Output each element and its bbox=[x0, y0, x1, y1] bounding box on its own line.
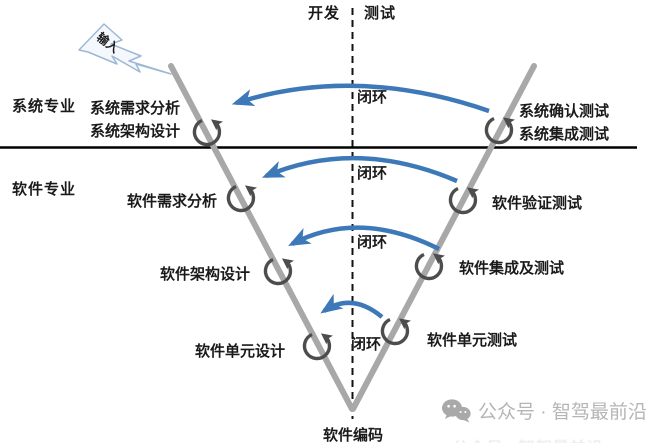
stage-label: 软件单元测试 bbox=[427, 332, 518, 349]
stage-system-requirements-architecture: 系统需求分析 系统架构设计 bbox=[40, 97, 180, 143]
watermark-faint: 公众号 · 智驾最前沿 bbox=[452, 434, 603, 443]
closed-loop-arc-4 bbox=[320, 293, 384, 319]
v-left-development-line bbox=[168, 63, 355, 412]
input-lightning-icon bbox=[78, 23, 172, 75]
stage-system-validation-integration-test: 系统确认测试 系统集成测试 bbox=[519, 100, 609, 146]
section-system-label: 系统专业 bbox=[12, 98, 77, 115]
stage-software-requirements: 软件需求分析 bbox=[77, 190, 217, 213]
stage-software-verification-test: 软件验证测试 bbox=[492, 192, 582, 215]
closed-loop-arc-1 bbox=[231, 83, 490, 114]
loop-arrow-icon bbox=[448, 186, 480, 215]
stage-label: 软件需求分析 bbox=[126, 193, 217, 210]
stage-software-unit-test: 软件单元测试 bbox=[427, 329, 517, 352]
header-testing-label: 测试 bbox=[364, 5, 397, 22]
section-software-label: 软件专业 bbox=[12, 181, 77, 198]
stage-label: 系统架构设计 bbox=[89, 123, 180, 140]
closed-loop-arc-3 bbox=[288, 225, 441, 252]
loop-arrow-icon bbox=[414, 252, 446, 281]
closed-loop-label-3: 闭环 bbox=[357, 234, 388, 251]
stage-label: 系统需求分析 bbox=[89, 100, 180, 117]
closed-loop-arcs bbox=[231, 83, 490, 319]
stage-label: 软件验证测试 bbox=[492, 195, 583, 212]
watermark-text: 公众号 · 智驾最前沿 bbox=[478, 402, 647, 423]
stage-label: 软件集成及测试 bbox=[459, 260, 565, 277]
stage-label: 软件架构设计 bbox=[159, 266, 250, 283]
stage-software-architecture: 软件架构设计 bbox=[110, 263, 250, 286]
closed-loop-label-4: 闭环 bbox=[351, 336, 382, 353]
loop-arrow-icon bbox=[263, 257, 295, 286]
stage-label: 软件单元设计 bbox=[194, 343, 285, 360]
stage-label: 系统确认测试 bbox=[519, 103, 610, 120]
loop-arrow-icon bbox=[302, 332, 334, 361]
stage-software-integration-test: 软件集成及测试 bbox=[459, 257, 564, 280]
stage-label: 系统集成测试 bbox=[519, 126, 610, 143]
closed-loop-label-1: 闭环 bbox=[357, 89, 388, 106]
stage-software-coding: 软件编码 bbox=[323, 427, 384, 443]
loop-arrow-icon bbox=[380, 317, 412, 346]
stage-software-unit-design: 软件单元设计 bbox=[145, 340, 285, 363]
header-development-label: 开发 bbox=[308, 5, 341, 22]
closed-loop-arc-2 bbox=[261, 155, 458, 184]
wechat-icon bbox=[442, 398, 471, 422]
iteration-loop-icons bbox=[192, 116, 516, 361]
loop-arrow-icon bbox=[192, 118, 224, 147]
watermark: 公众号 · 智驾最前沿 bbox=[441, 397, 647, 424]
loop-arrow-icon bbox=[226, 184, 258, 213]
closed-loop-label-2: 闭环 bbox=[357, 165, 388, 182]
loop-arrow-icon bbox=[484, 116, 516, 145]
